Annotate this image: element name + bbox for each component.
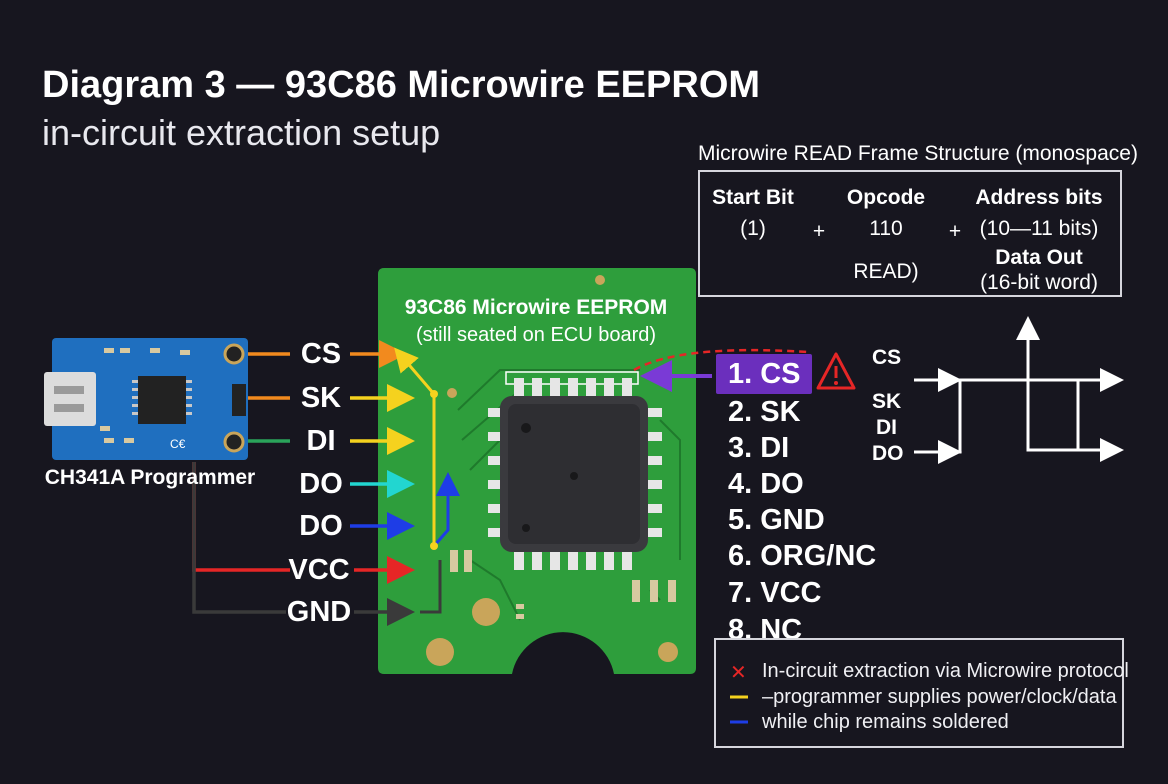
ch341a-programmer: C€ <box>44 338 248 460</box>
read-frame-title: Microwire READ Frame Structure (monospac… <box>698 142 1138 165</box>
eeprom-chip <box>488 371 662 570</box>
signal-wires <box>192 352 290 614</box>
read-frame-box <box>698 170 1122 297</box>
frame-opcode-value: 110 <box>869 217 903 240</box>
legend-cross-icon: ✕ <box>730 662 747 684</box>
frame-plus-1: + <box>812 220 826 243</box>
timing-label-sk: SK <box>872 390 902 413</box>
legend-item-2: –programmer supplies power/clock/data <box>762 686 1117 708</box>
frame-data-out-name: Data Out <box>995 246 1083 269</box>
signal-label-vcc: VCC <box>288 554 350 586</box>
pinout-item-4: 4. DO <box>728 468 804 500</box>
pinout-item-6: 6. ORG/NC <box>728 540 877 572</box>
eeprom-board-title: 93C86 Microwire EEPROM <box>404 296 668 319</box>
timing-label-cs: CS <box>872 346 902 369</box>
pinout-item-1: 1. CS <box>728 358 801 390</box>
legend-markers <box>730 695 748 724</box>
frame-address-value: (10—11 bits) <box>979 217 1099 240</box>
page-subtitle: in-circuit extraction setup <box>42 112 441 153</box>
programmer-label: CH341A Programmer <box>44 466 256 489</box>
pinout-item-2: 2. SK <box>728 396 801 428</box>
timing-diagram <box>914 316 1124 464</box>
signal-label-di: DI <box>306 425 336 457</box>
timing-label-do: DO <box>872 442 904 465</box>
signal-label-do-2: DO <box>299 510 343 542</box>
frame-address-name: Address bits <box>975 186 1103 209</box>
timing-label-di: DI <box>876 416 897 439</box>
frame-start-bit-name: Start Bit <box>712 186 794 209</box>
frame-data-out-value: (16-bit word) <box>980 271 1098 294</box>
legend-box <box>714 638 1124 748</box>
pinout-item-3: 3. DI <box>728 432 790 464</box>
signal-label-sk: SK <box>300 382 342 414</box>
signal-label-cs: CS <box>300 338 342 370</box>
pin1-pointer <box>633 348 809 392</box>
frame-opcode-meaning: READ) <box>853 260 919 283</box>
pinout-item-7: 7. VCC <box>728 577 822 609</box>
signal-label-do: DO <box>299 468 343 500</box>
page-title: Diagram 3 — 93C86 Microwire EEPROM <box>42 64 761 106</box>
board-traces <box>394 347 460 614</box>
frame-opcode-name: Opcode <box>846 186 926 209</box>
pinout-item-8: 8. NC <box>728 614 803 646</box>
frame-plus-2: + <box>948 220 962 243</box>
pinout-item-5: 5. GND <box>728 504 825 536</box>
warning-triangle-icon <box>816 352 856 390</box>
pin1-highlight: 1. CS <box>716 354 812 394</box>
eeprom-board-subtitle: (still seated on ECU board) <box>415 324 657 346</box>
legend-item-3: while chip remains soldered <box>762 711 1009 733</box>
signal-label-gnd: GND <box>286 596 352 628</box>
legend-item-1: In-circuit extraction via Microwire prot… <box>762 660 1129 682</box>
svg-text:C€: C€ <box>170 437 186 451</box>
frame-start-bit-value: (1) <box>740 217 766 240</box>
board-arrows <box>350 340 415 626</box>
